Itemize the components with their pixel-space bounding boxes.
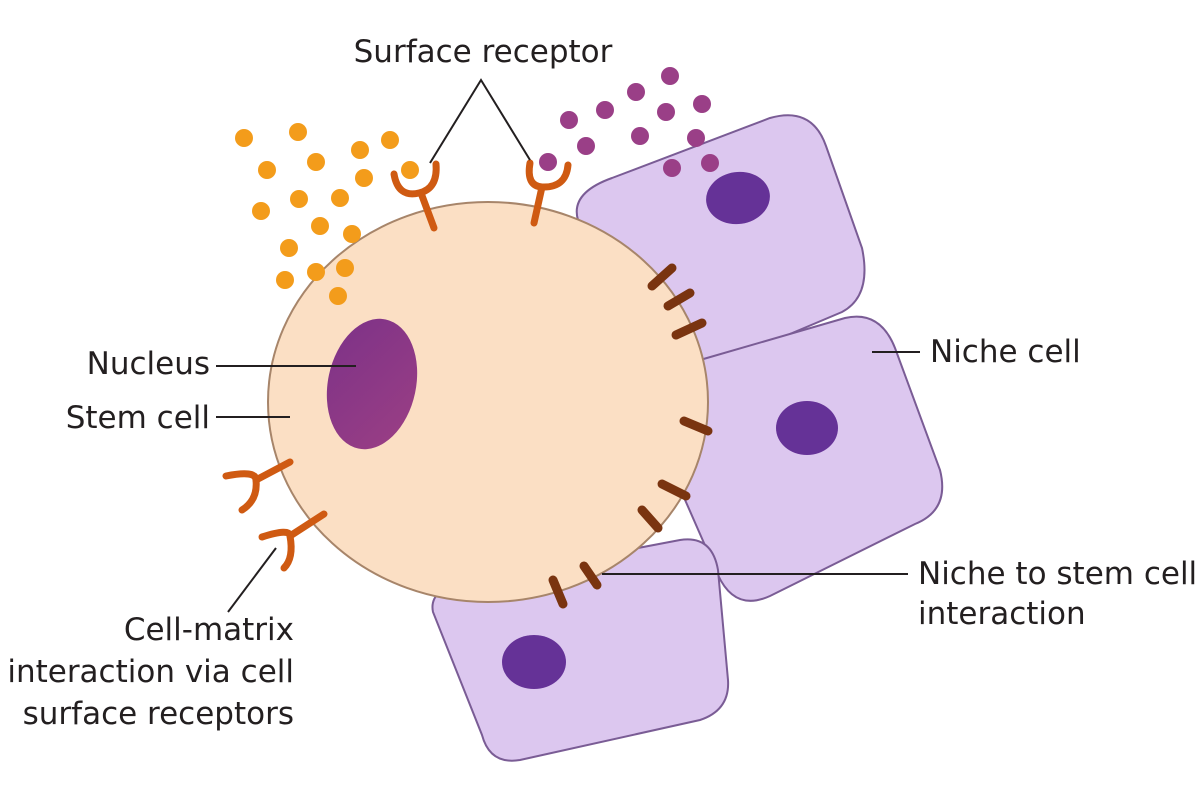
label-niche-cell: Niche cell bbox=[930, 334, 1081, 370]
leader-cell-matrix bbox=[227, 547, 277, 613]
label-surface-receptor: Surface receptor bbox=[354, 34, 613, 70]
niche-cell-middle bbox=[647, 315, 944, 602]
label-cell-matrix-line3: surface receptors bbox=[23, 696, 294, 732]
junction-group bbox=[548, 263, 713, 609]
junction-bar bbox=[663, 288, 695, 311]
label-nucleus: Nucleus bbox=[87, 346, 210, 382]
junction-bar bbox=[647, 263, 677, 291]
ligand-purple bbox=[627, 83, 645, 101]
ligand-purple bbox=[657, 103, 675, 121]
junction-bar bbox=[679, 416, 713, 436]
surface-receptor bbox=[258, 510, 328, 572]
ligand-purple bbox=[661, 67, 679, 85]
ligand-purple bbox=[701, 154, 719, 172]
ligand-cluster-purple bbox=[539, 67, 719, 177]
stem-cell-nucleus bbox=[326, 318, 418, 450]
ligand-orange bbox=[336, 259, 354, 277]
label-cell-matrix-line2: interaction via cell bbox=[7, 654, 294, 690]
ligand-purple bbox=[560, 111, 578, 129]
surface-receptor bbox=[222, 458, 294, 514]
ligand-orange bbox=[235, 129, 253, 147]
ligand-purple bbox=[687, 129, 705, 147]
leader-lines bbox=[216, 78, 920, 613]
junction-bar bbox=[579, 561, 602, 590]
junction-bar bbox=[548, 575, 568, 609]
junction-bar bbox=[671, 318, 707, 340]
leader-surface-receptor bbox=[429, 78, 531, 164]
ligand-orange bbox=[258, 161, 276, 179]
ligand-orange bbox=[290, 190, 308, 208]
ligand-orange bbox=[252, 202, 270, 220]
label-niche-interaction-line1: Niche to stem cell bbox=[918, 556, 1197, 592]
ligand-orange bbox=[331, 189, 349, 207]
ligand-purple bbox=[577, 137, 595, 155]
ligand-cluster-orange bbox=[235, 123, 419, 305]
ligand-orange bbox=[276, 271, 294, 289]
surface-receptor bbox=[390, 160, 440, 232]
stem-cell bbox=[267, 201, 709, 603]
ligand-purple bbox=[631, 127, 649, 145]
ligand-orange bbox=[307, 263, 325, 281]
niche-cell-nucleus bbox=[776, 401, 838, 455]
ligand-orange bbox=[311, 217, 329, 235]
ligand-purple bbox=[693, 95, 711, 113]
junction-bar bbox=[657, 479, 691, 501]
label-niche-interaction-line2: interaction bbox=[918, 596, 1086, 632]
ligand-purple bbox=[539, 153, 557, 171]
ligand-orange bbox=[351, 141, 369, 159]
ligand-purple bbox=[596, 101, 614, 119]
ligand-orange bbox=[307, 153, 325, 171]
ligand-orange bbox=[329, 287, 347, 305]
niche-cell-nucleus bbox=[706, 171, 770, 225]
ligand-orange bbox=[289, 123, 307, 141]
junction-bar bbox=[637, 505, 663, 533]
ligand-orange bbox=[280, 239, 298, 257]
ligand-orange bbox=[401, 161, 419, 179]
label-cell-matrix-line1: Cell-matrix bbox=[124, 612, 294, 648]
ligand-purple bbox=[663, 159, 681, 177]
label-stem-cell: Stem cell bbox=[66, 400, 210, 436]
surface-receptor bbox=[525, 159, 572, 227]
ligand-orange bbox=[355, 169, 373, 187]
ligand-orange bbox=[381, 131, 399, 149]
niche-cell-nucleus bbox=[502, 635, 566, 689]
ligand-orange bbox=[343, 225, 361, 243]
